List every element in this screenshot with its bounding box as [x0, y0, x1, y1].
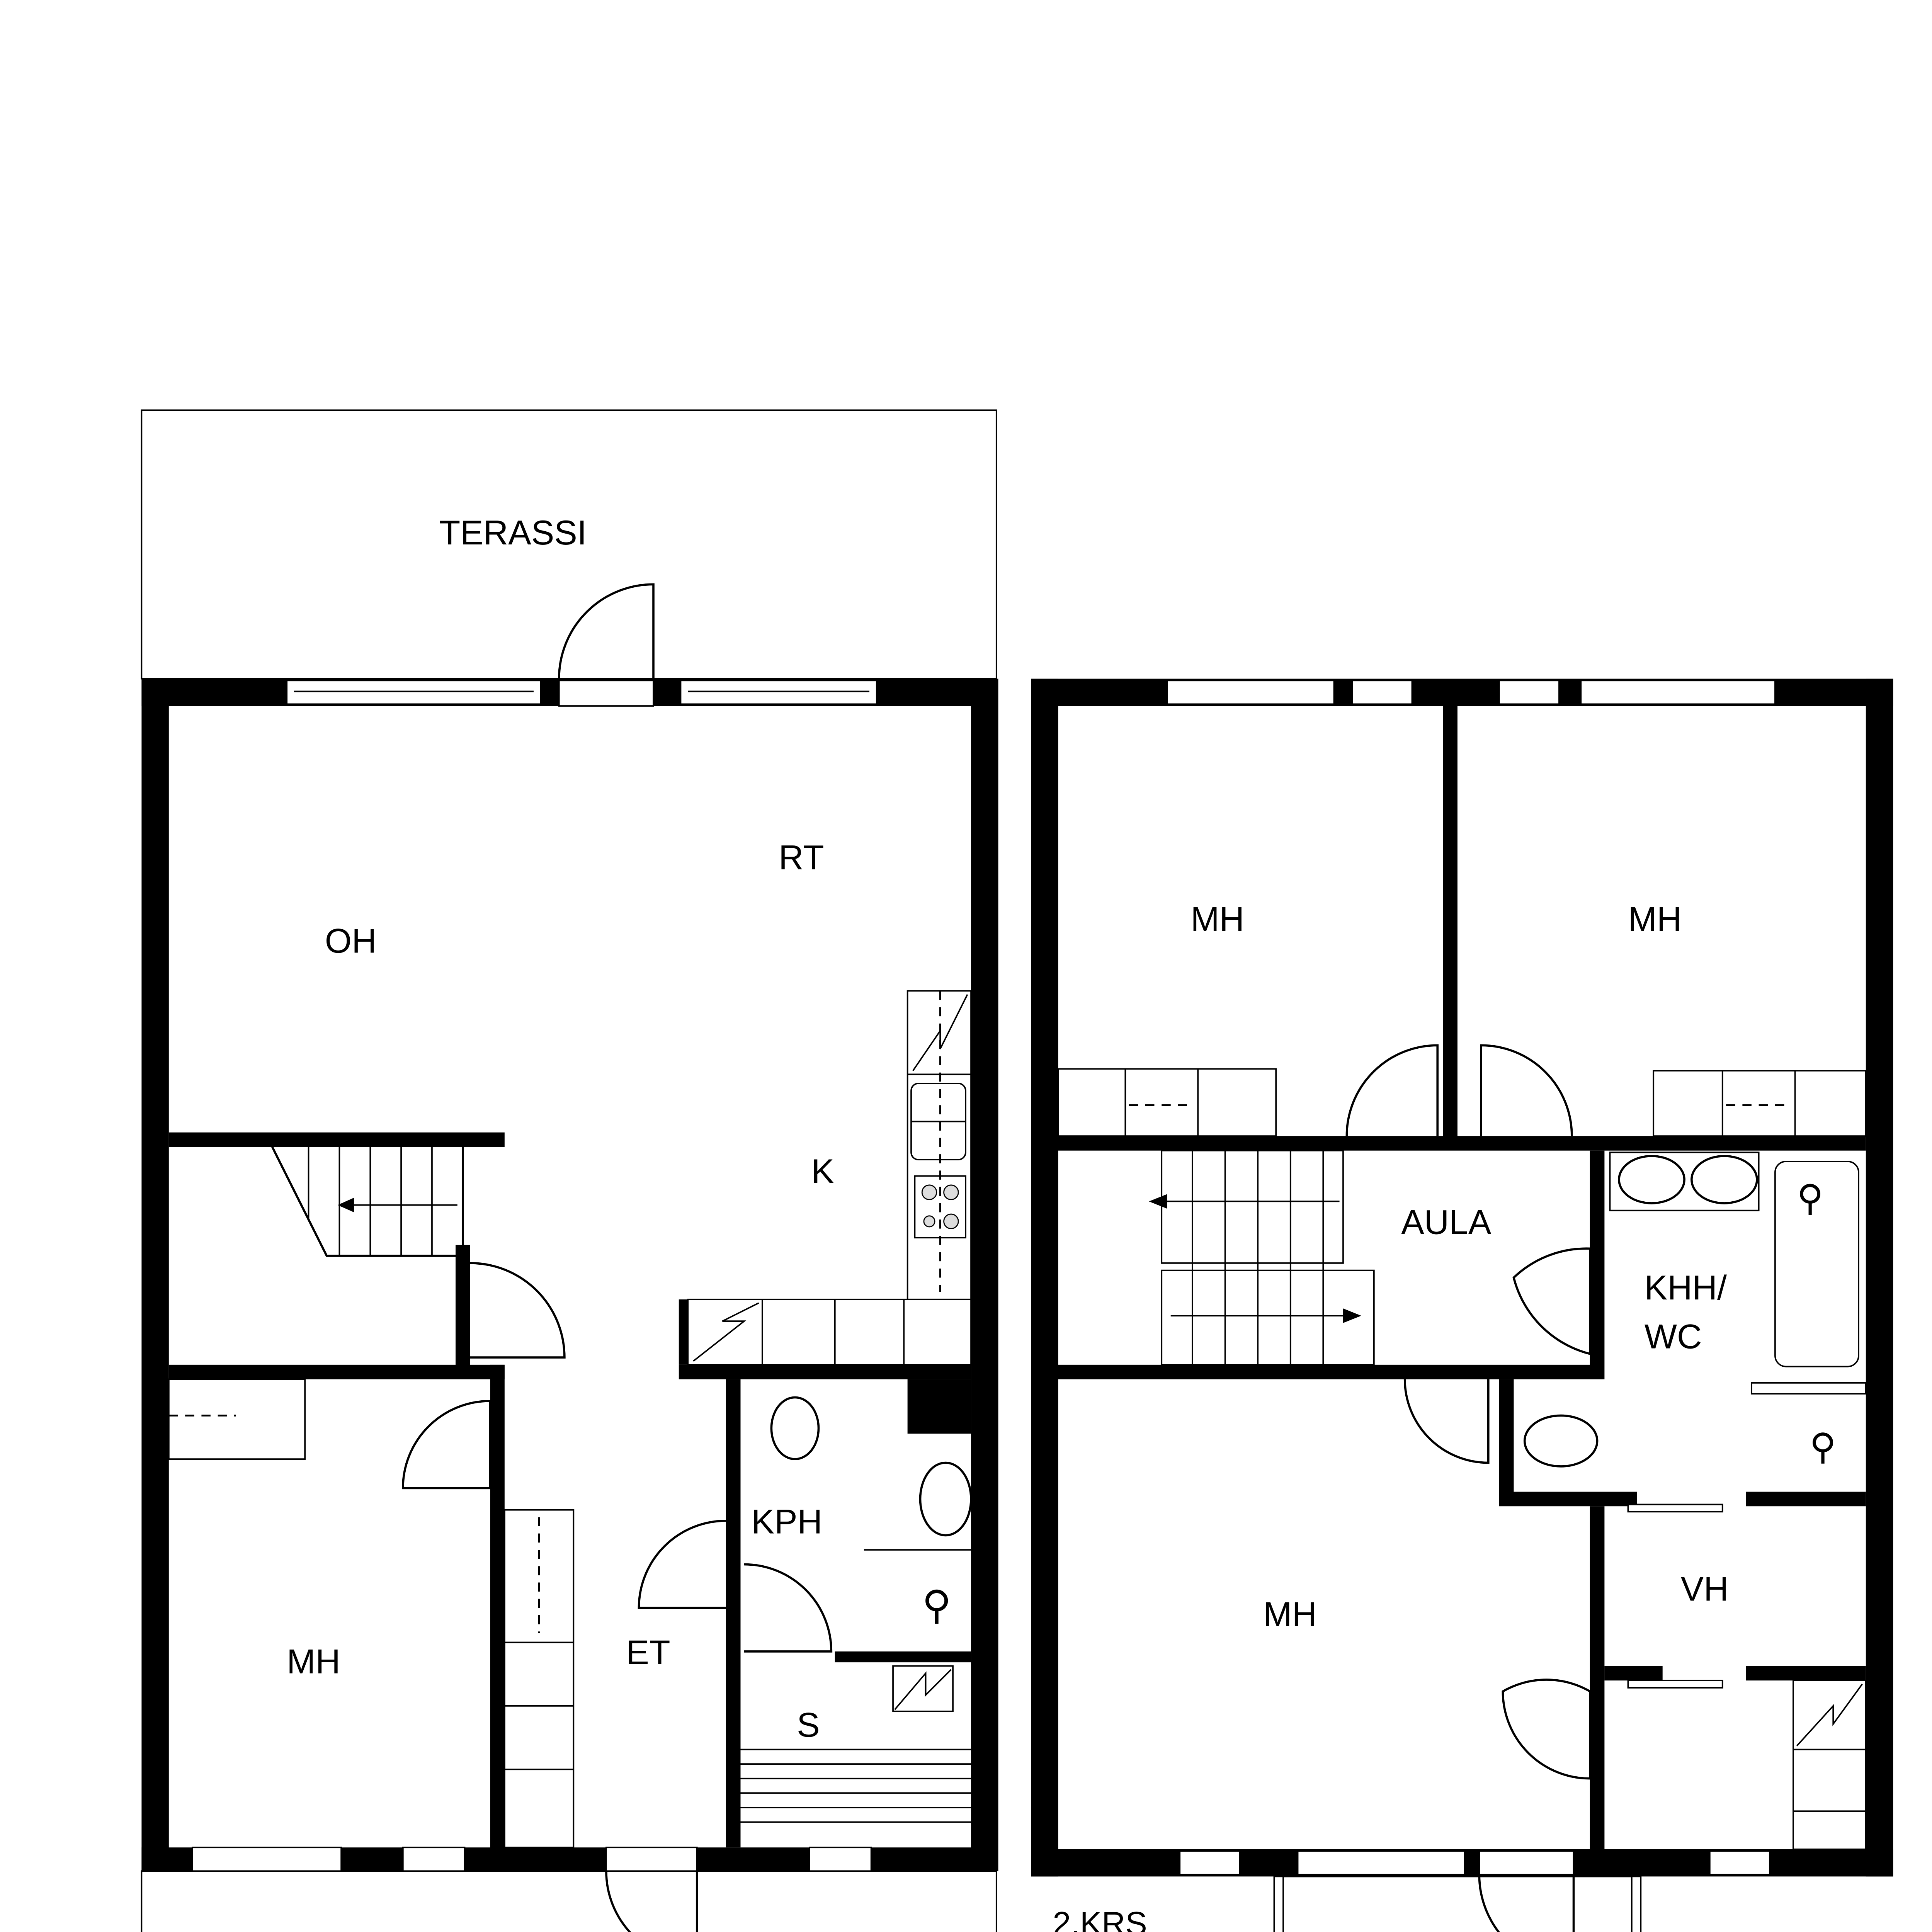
bedroom-2-door[interactable]	[1480, 1044, 1573, 1136]
room-label-sauna: S	[797, 1706, 820, 1744]
closet-door[interactable]	[1502, 1679, 1591, 1780]
stair-arrow-icon	[1149, 1194, 1167, 1209]
entrance-door-frame[interactable]	[605, 1847, 698, 1872]
bedroom-1-door[interactable]	[1345, 1044, 1439, 1136]
window	[1179, 1850, 1241, 1876]
window	[1297, 1850, 1466, 1876]
washbasin-icon	[919, 1461, 972, 1537]
sauna-benches	[740, 1665, 971, 1823]
staircase	[271, 1146, 464, 1257]
bedroom-3-door[interactable]	[1403, 1379, 1490, 1464]
window	[1709, 1850, 1770, 1876]
room-label-entrance: ET	[626, 1633, 670, 1672]
balcony-outline	[1273, 1876, 1642, 1932]
stair-arrow-icon	[1343, 1308, 1361, 1323]
washbasin-icon	[1609, 1151, 1760, 1211]
floor-label-2: 2.KRS	[1053, 1905, 1147, 1932]
stair-room-door[interactable]	[470, 1262, 566, 1359]
balcony-door-swing[interactable]	[1478, 1874, 1575, 1932]
shower-icon: ⚲	[1797, 1178, 1823, 1218]
floor-2: ⚲ ⚲ MH MH AULA KHH/ WC MH VH PARVEKE 2.K…	[1031, 679, 1893, 1932]
terrace-door-frame[interactable]	[558, 680, 654, 707]
room-label-terrace: TERASSI	[439, 513, 587, 552]
stair-arrow-icon	[337, 1197, 354, 1213]
window	[809, 1847, 872, 1872]
utility-door[interactable]	[1512, 1247, 1591, 1355]
window	[1580, 680, 1776, 705]
window	[1498, 680, 1560, 705]
kitchen-counter	[679, 990, 972, 1379]
toilet-icon	[1523, 1414, 1599, 1468]
window	[192, 1847, 342, 1872]
bedroom-door[interactable]	[401, 1400, 492, 1490]
room-label-bedroom-3: MH	[1263, 1595, 1317, 1633]
floor-1: ⚲ TERASSI OH RT K MH ET KPH S 1.KRS	[141, 409, 998, 1932]
balcony-door-frame[interactable]	[1478, 1850, 1575, 1876]
toilet-icon	[770, 1396, 820, 1460]
window	[680, 680, 878, 705]
room-label-lobby: AULA	[1401, 1203, 1492, 1242]
room-label-bedroom: MH	[287, 1642, 340, 1680]
bathroom-door[interactable]	[638, 1519, 726, 1609]
room-label-kitchen: K	[811, 1152, 835, 1190]
room-label-utility-wc-1: KHH/	[1645, 1268, 1727, 1307]
window	[402, 1847, 466, 1872]
terrace-door-swing[interactable]	[558, 583, 655, 679]
room-label-living-room: OH	[325, 922, 377, 960]
window	[1351, 680, 1413, 705]
wall-right	[971, 679, 998, 1871]
room-label-bedroom-1: MH	[1190, 900, 1244, 938]
entrance-door-swing[interactable]	[605, 1871, 698, 1932]
room-label-walk-in-closet: VH	[1681, 1569, 1729, 1608]
window	[286, 680, 542, 705]
wall-left	[141, 679, 169, 1871]
front-yard-outline	[141, 1870, 997, 1932]
room-label-bathroom: KPH	[752, 1502, 822, 1541]
window	[1166, 680, 1335, 705]
room-label-bedroom-2: MH	[1628, 900, 1682, 938]
bathtub-icon	[1774, 1160, 1859, 1367]
sauna-door[interactable]	[744, 1563, 833, 1653]
shower-icon: ⚲	[1810, 1426, 1836, 1467]
room-label-dining: RT	[779, 838, 824, 877]
shower-icon: ⚲	[922, 1582, 951, 1627]
room-label-utility-wc-2: WC	[1645, 1317, 1702, 1356]
staircase-2	[1149, 1150, 1375, 1366]
